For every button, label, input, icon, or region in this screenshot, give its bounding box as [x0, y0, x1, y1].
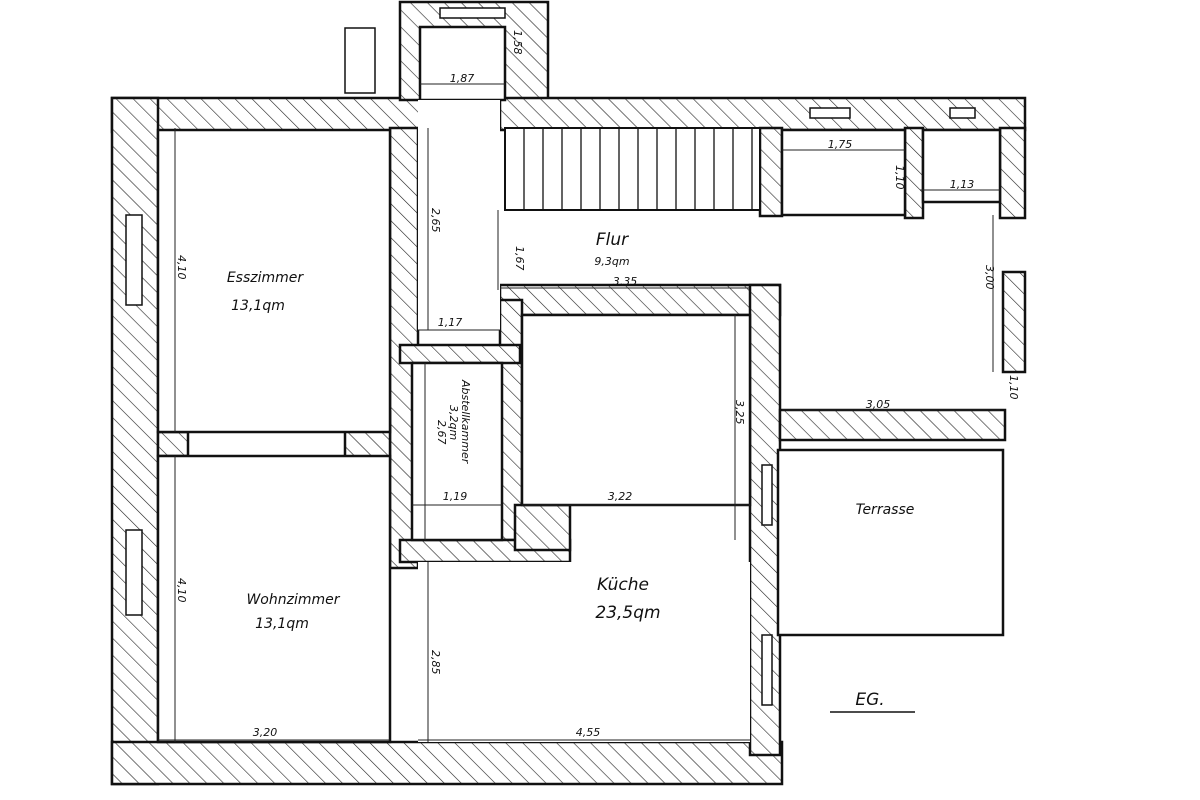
rooms: [156, 25, 1005, 744]
dim-flur-right-height: 3,00: [983, 265, 996, 290]
dim-abstell-width: 1,19: [443, 490, 468, 503]
room-name-terrasse: Terrasse: [856, 502, 915, 518]
room-name-abstellkammer: Abstellkammer: [459, 379, 472, 465]
floor-label: EG.: [855, 690, 884, 710]
room-name-esszimmer: Esszimmer: [227, 270, 305, 286]
dimension-lines: [158, 83, 1000, 742]
dim-tower-depth: 1,58: [511, 30, 524, 55]
staircase: [504, 127, 761, 211]
dim-flur-right-offset: 1,10: [1007, 375, 1020, 400]
dim-wohnzimmer-width: 3,20: [253, 726, 278, 739]
dim-niche2-width: 1,13: [950, 178, 975, 191]
dim-esszimmer-height: 4,10: [175, 255, 188, 280]
dim-kueche-lower-height: 2,85: [429, 650, 442, 675]
dim-flur-width: 3,35: [613, 275, 638, 288]
room-area-esszimmer: 13,1qm: [231, 298, 285, 314]
dim-niche1-depth: 1,10: [893, 165, 906, 190]
room-area-flur: 9,3qm: [594, 255, 629, 268]
dim-niche1-width: 1,75: [828, 138, 853, 151]
dim-flur-height: 1,67: [513, 246, 526, 271]
room-area-abstellkammer: 3,2qm: [447, 405, 460, 440]
dim-corridor-height: 2,65: [429, 208, 442, 233]
dim-kueche-upper-width: 3,22: [608, 490, 633, 503]
room-name-flur: Flur: [596, 230, 629, 250]
room-name-kueche: Küche: [597, 575, 649, 595]
room-area-kueche: 23,5qm: [595, 603, 660, 623]
dim-flur-right-width: 3,05: [866, 398, 891, 411]
dim-abstell-height: 2,67: [435, 420, 448, 445]
room-name-wohnzimmer: Wohnzimmer: [246, 592, 340, 608]
dim-corridor-width: 1,17: [438, 316, 463, 329]
room-area-wohnzimmer: 13,1qm: [255, 616, 309, 632]
dim-kueche-upper-height: 3,25: [733, 400, 746, 425]
windows: [125, 7, 976, 706]
dim-wohnzimmer-height: 4,10: [175, 578, 188, 603]
labels: Esszimmer 13,1qm Wohnzimmer 13,1qm Flur …: [175, 30, 1020, 739]
dim-kueche-width: 4,55: [576, 726, 601, 739]
dim-tower-width: 1,87: [450, 72, 475, 85]
